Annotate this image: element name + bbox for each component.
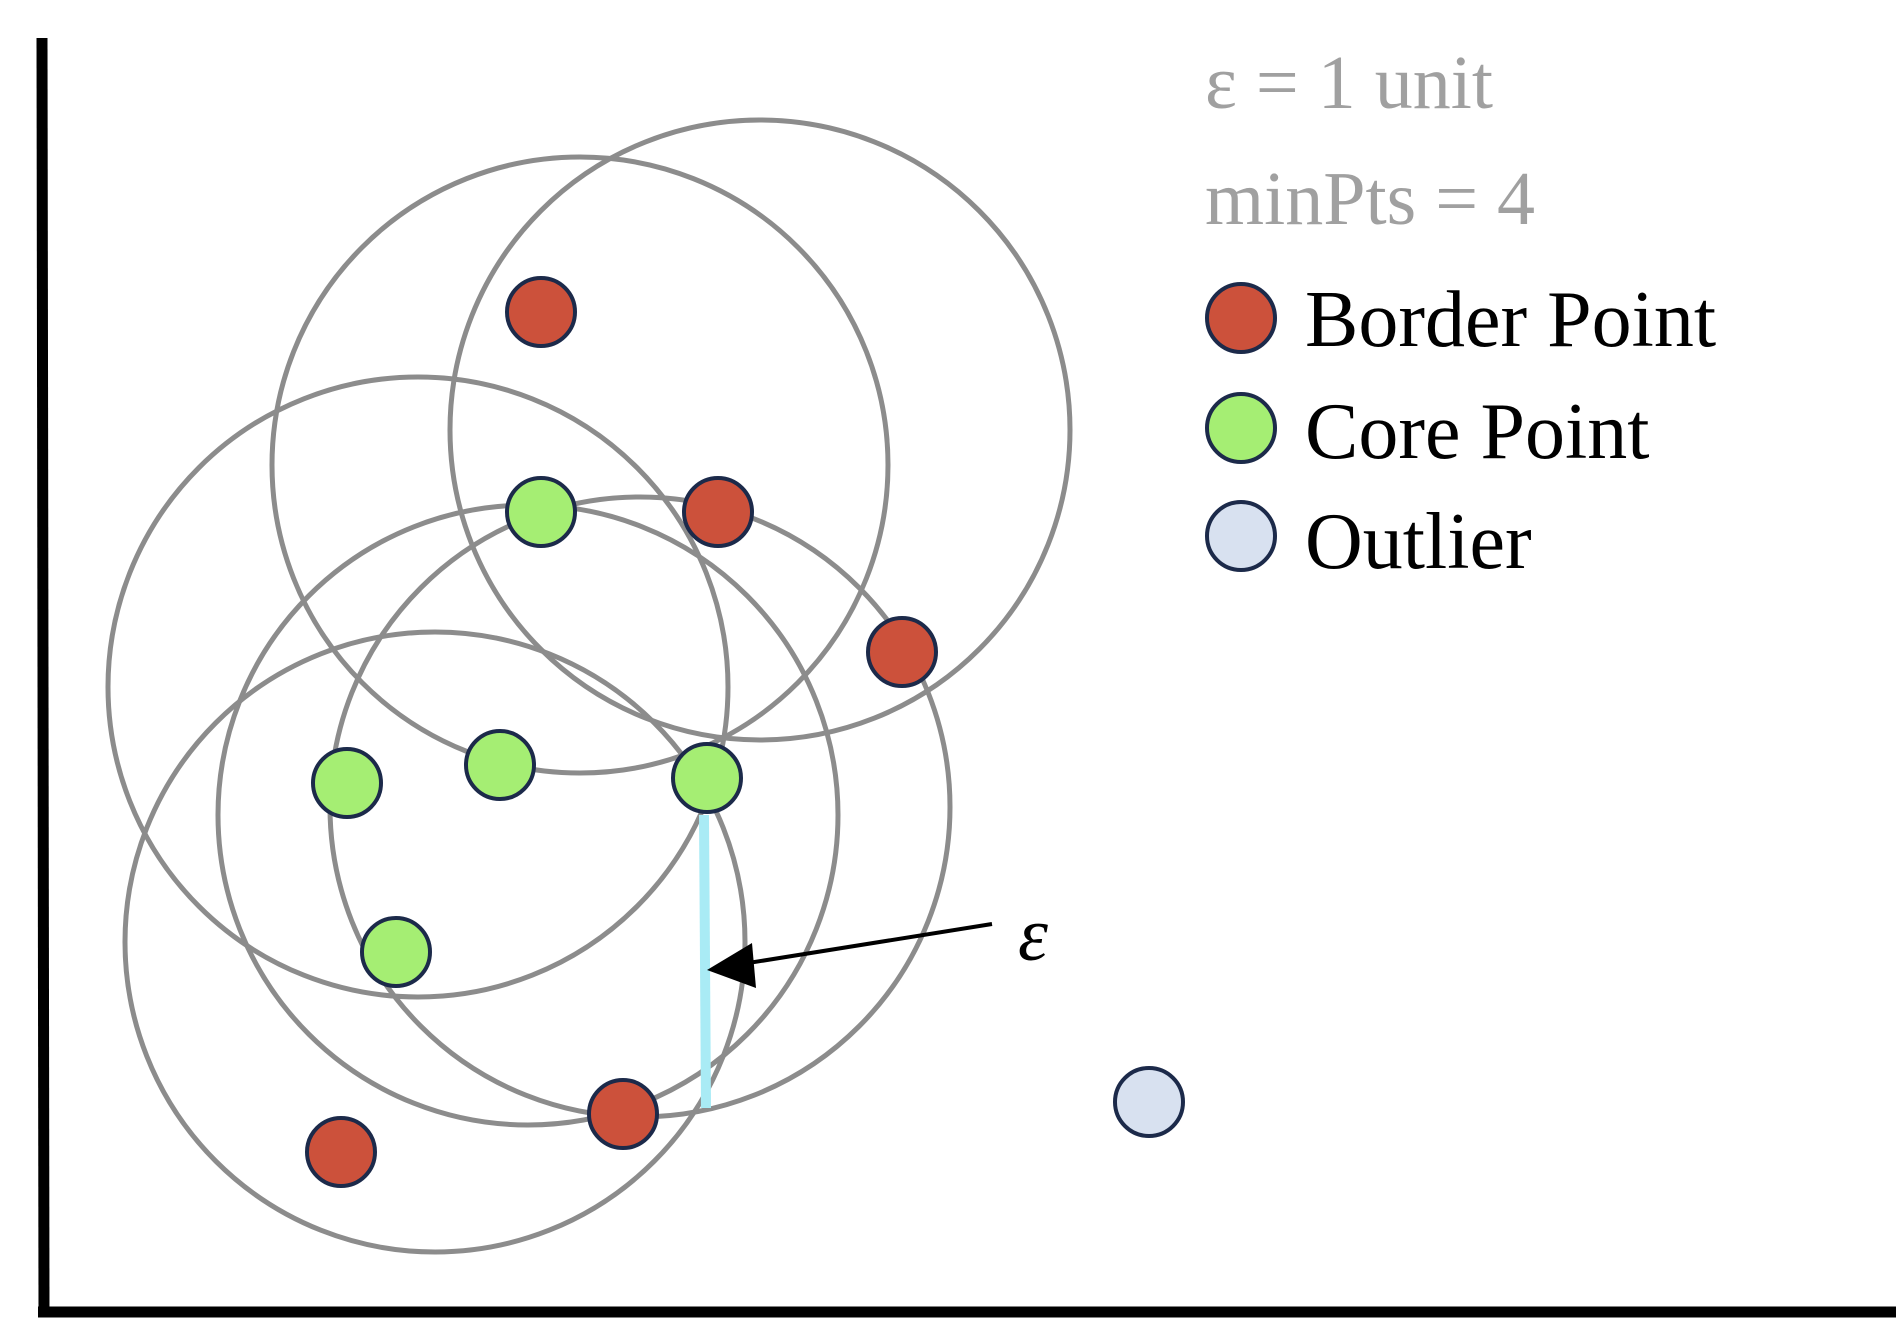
epsilon-circle-bottom	[122, 629, 748, 1255]
border-point	[682, 476, 754, 548]
epsilon-arrow-head	[707, 943, 756, 988]
y-axis	[36, 37, 50, 1315]
core-point	[505, 476, 577, 548]
epsilon-circles	[105, 117, 1073, 1255]
core-point	[464, 729, 536, 801]
parameters: ε = 1 unit minPts = 4	[1205, 41, 1535, 241]
legend: Border Point Core Point Outlier	[1205, 276, 1716, 586]
legend-core-swatch	[1205, 392, 1277, 464]
legend-border-swatch	[1205, 282, 1277, 354]
border-point	[305, 1116, 377, 1188]
axes	[36, 37, 1896, 1318]
epsilon-arrow-shaft	[741, 922, 993, 966]
legend-item-outlier: Outlier	[1205, 498, 1532, 586]
legend-item-border: Border Point	[1205, 276, 1716, 364]
legend-outlier-label: Outlier	[1305, 498, 1532, 586]
epsilon-arrow	[707, 922, 993, 988]
epsilon-circle-center	[215, 502, 841, 1128]
legend-outlier-swatch	[1205, 500, 1277, 572]
core-point	[360, 916, 432, 988]
epsilon-circle-middle-left	[105, 374, 731, 1000]
border-point	[866, 616, 938, 688]
epsilon-parameter: ε = 1 unit	[1205, 41, 1493, 125]
epsilon-label: ε	[1018, 893, 1048, 977]
core-point	[311, 747, 383, 819]
epsilon-circle-top-right	[447, 117, 1073, 743]
border-point	[505, 276, 577, 348]
legend-border-label: Border Point	[1305, 276, 1716, 364]
legend-item-core: Core Point	[1205, 388, 1649, 476]
legend-core-label: Core Point	[1305, 388, 1649, 476]
core-point	[671, 742, 743, 814]
epsilon-radius-line	[699, 814, 711, 1109]
border-point	[587, 1078, 659, 1150]
epsilon-circle-lower-right	[327, 494, 953, 1120]
epsilon-circle-top-left	[269, 154, 891, 776]
minpts-parameter: minPts = 4	[1205, 157, 1535, 241]
outlier-point	[1113, 1066, 1185, 1138]
data-points	[305, 276, 1185, 1188]
